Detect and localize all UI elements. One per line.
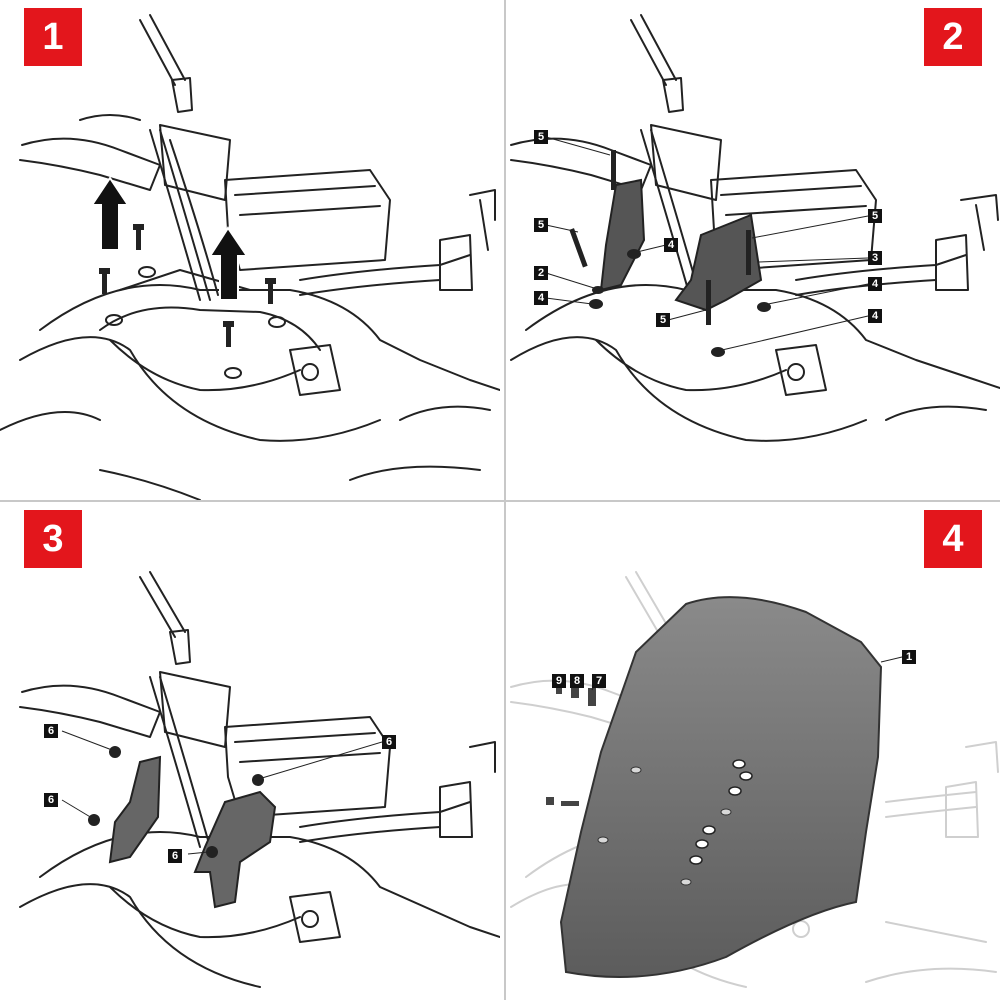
step-3-panel: 3 6 6 6 6 — [0, 502, 500, 1002]
callout-label: 3 — [868, 251, 882, 265]
step-badge: 1 — [24, 8, 82, 66]
callout-label: 6 — [382, 735, 396, 749]
callout-label: 9 — [552, 674, 566, 688]
callout-label: 1 — [902, 650, 916, 664]
callout-label: 5 — [534, 130, 548, 144]
callout-label: 4 — [868, 309, 882, 323]
step-badge: 2 — [924, 8, 982, 66]
panel-divider-horizontal — [0, 500, 1000, 502]
step-badge: 4 — [924, 510, 982, 568]
step-2-illustration — [510, 14, 1000, 442]
callout-label: 2 — [534, 266, 548, 280]
step-1-illustration — [0, 14, 500, 500]
callout-label: 4 — [534, 291, 548, 305]
step-4-illustration — [510, 571, 999, 988]
callout-label: 6 — [44, 724, 58, 738]
callout-label: 6 — [44, 793, 58, 807]
step-4-panel: 4 1 9 8 7 — [506, 502, 1000, 1002]
callout-label: 5 — [656, 313, 670, 327]
step-3-illustration — [19, 571, 500, 988]
callout-label: 6 — [168, 849, 182, 863]
callout-label: 4 — [868, 277, 882, 291]
callout-label: 5 — [868, 209, 882, 223]
callout-label: 5 — [534, 218, 548, 232]
step-badge: 3 — [24, 510, 82, 568]
callout-label: 4 — [664, 238, 678, 252]
callout-label: 8 — [570, 674, 584, 688]
step-1-panel: 1 — [0, 0, 500, 500]
callout-label: 7 — [592, 674, 606, 688]
step-2-panel: 2 5 5 2 4 4 5 3 4 4 5 — [506, 0, 1000, 500]
